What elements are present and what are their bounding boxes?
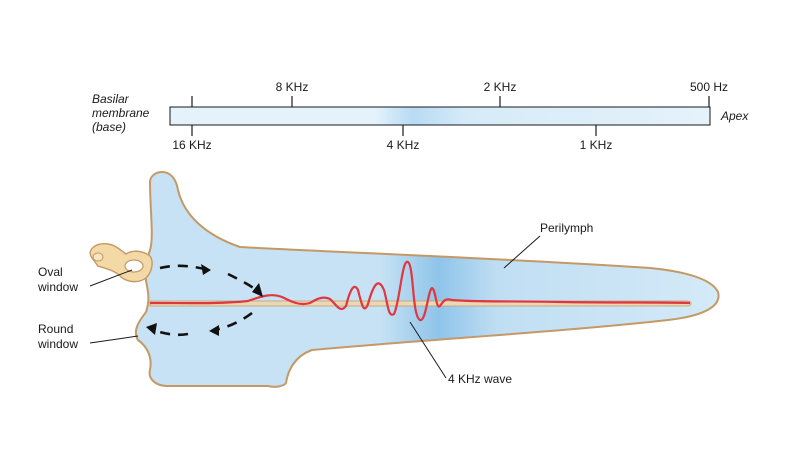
annotations: Oval window Round window Perilymph 4 KHz…	[37, 221, 593, 386]
tick-label-4khz: 4 KHz	[387, 138, 420, 152]
round-window-label-line1: Round	[38, 322, 73, 336]
basilar-label-line2: membrane	[92, 106, 150, 120]
round-window-label-line2: window	[37, 337, 78, 351]
oval-window-label-line2: window	[37, 280, 78, 294]
apex-label: Apex	[720, 109, 749, 123]
arrowhead-lower-right	[209, 325, 219, 336]
traveling-wave	[149, 260, 691, 322]
oval-window-leader	[89, 269, 133, 287]
flow-arrow-lower-left	[153, 328, 189, 337]
round-window-leader	[89, 335, 139, 344]
wave-label: 4 KHz wave	[448, 372, 512, 386]
perilymph-label: Perilymph	[540, 221, 593, 235]
basilar-label-line3: (base)	[92, 120, 126, 134]
basilar-membrane-scale: 8 KHz 2 KHz 500 Hz 16 KHz 4 KHz 1 KHz Ba…	[92, 80, 749, 152]
cochlea-outline	[134, 170, 720, 388]
stapes	[89, 243, 153, 283]
flow-arrow-upper-right	[227, 272, 261, 294]
arrowhead-lower-left	[146, 323, 157, 335]
tick-label-16khz: 16 KHz	[172, 138, 211, 152]
tick-label-1khz: 1 KHz	[580, 138, 613, 152]
tick-label-8khz: 8 KHz	[276, 80, 309, 94]
arrowhead-upper-right	[252, 283, 263, 297]
perilymph-leader	[503, 235, 541, 269]
arrowhead-upper-left	[201, 264, 211, 275]
basilar-label-line1: Basilar	[92, 92, 130, 106]
tick-label-2khz: 2 KHz	[484, 80, 517, 94]
oval-window-label-line1: Oval	[38, 265, 63, 279]
basilar-membrane-bar	[169, 106, 711, 126]
tick-label-500hz: 500 Hz	[690, 80, 728, 94]
cochlea-body	[89, 170, 720, 388]
wave-leader	[409, 321, 447, 379]
